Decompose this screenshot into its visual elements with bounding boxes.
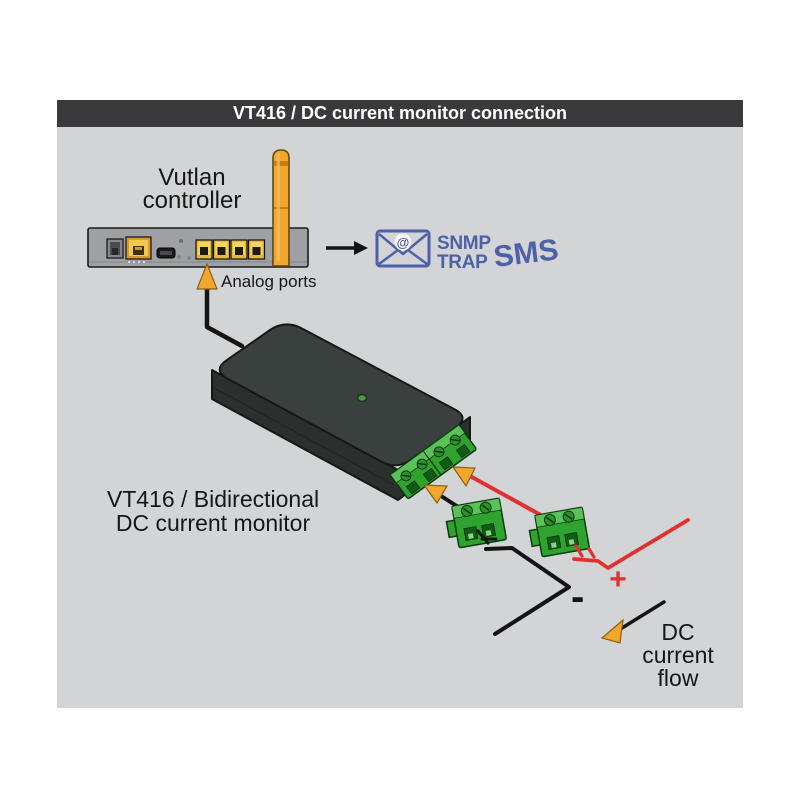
analog-port-icon bbox=[230, 239, 248, 260]
plug-connector bbox=[445, 497, 507, 549]
title-bar bbox=[57, 100, 743, 127]
terminal-block bbox=[422, 424, 477, 476]
trap-label: TRAP bbox=[437, 252, 488, 273]
analog-port-icon bbox=[247, 239, 266, 260]
monitor-box-seam bbox=[213, 387, 395, 486]
analog-port-icon bbox=[195, 239, 213, 260]
plug-connector bbox=[528, 506, 590, 558]
diagram-title: VT416 / DC current monitor connection bbox=[233, 103, 567, 123]
wire-red bbox=[468, 474, 550, 521]
snmp-label: SNMP bbox=[437, 233, 491, 254]
led-icon bbox=[177, 255, 181, 259]
wire-black-circuit bbox=[476, 529, 571, 636]
dc-flow-arrow-icon bbox=[600, 600, 666, 644]
plus-label: + bbox=[609, 563, 627, 596]
analog-port-icon bbox=[212, 239, 231, 260]
analog-ports-arrow-icon bbox=[196, 262, 218, 290]
controller-label-line2: controller bbox=[143, 187, 242, 214]
email-at-badge bbox=[394, 233, 412, 251]
vutlan-controller-device bbox=[87, 149, 309, 268]
controller-label-line1: Vutlan bbox=[158, 164, 225, 191]
antenna-icon bbox=[272, 149, 290, 267]
notification-arrow-icon bbox=[326, 241, 368, 255]
usb-port-icon bbox=[156, 247, 176, 259]
controller-tick-marks bbox=[128, 261, 145, 263]
dc-flow-label-line3: flow bbox=[658, 665, 699, 691]
monitor-label-line2: DC current monitor bbox=[116, 510, 311, 536]
sms-label: SMS bbox=[492, 233, 561, 274]
controller-cable bbox=[204, 284, 245, 349]
monitor-label-line1: VT416 / Bidirectional bbox=[107, 486, 319, 512]
dc-flow-label-line1: DC bbox=[661, 619, 694, 645]
analog-ports-group bbox=[195, 239, 266, 260]
analog-ports-label: Analog ports bbox=[221, 272, 316, 291]
monitor-led bbox=[356, 393, 368, 403]
plug-arrow-icon bbox=[422, 484, 449, 505]
email-at-symbol: @ bbox=[397, 235, 410, 250]
email-icon: @ bbox=[375, 229, 431, 268]
plug-arrow-icon bbox=[451, 466, 476, 488]
rj45-port-yellow-icon bbox=[125, 236, 152, 260]
led-icon bbox=[179, 239, 183, 243]
monitor-box-top bbox=[218, 323, 464, 467]
led-icon bbox=[187, 256, 191, 260]
dc-flow-label-line2: current bbox=[642, 642, 714, 668]
minus-label: - bbox=[571, 575, 584, 619]
wire-red-circuit bbox=[572, 518, 690, 570]
rj45-port-dark-icon bbox=[106, 238, 124, 259]
